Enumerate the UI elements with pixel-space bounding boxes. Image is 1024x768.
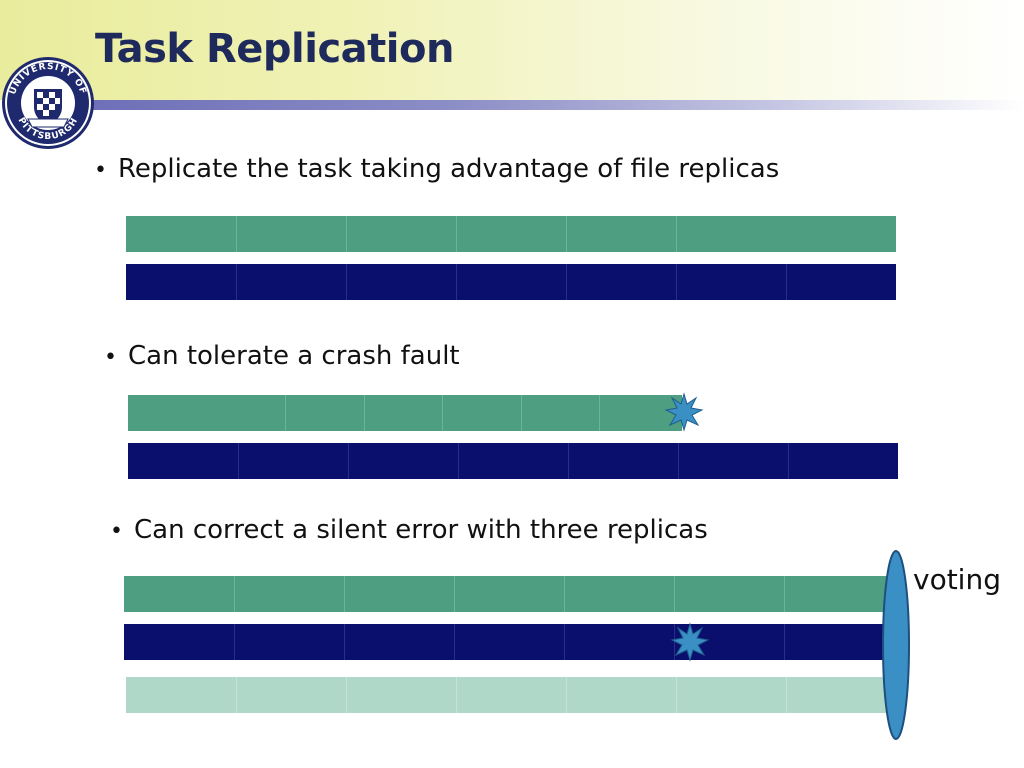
replica-bar-2b <box>128 443 898 479</box>
bullet-marker: • <box>110 519 123 544</box>
crash-fault-burst-icon <box>664 392 704 432</box>
header-rule <box>80 100 1024 110</box>
replica-bar-1b <box>126 264 896 300</box>
slide-title: Task Replication <box>95 26 454 72</box>
bullet-replicate: • Replicate the task taking advantage of … <box>94 154 779 184</box>
voting-label: voting <box>913 563 1001 596</box>
bullet-silent-error: • Can correct a silent error with three r… <box>110 515 708 545</box>
silent-error-burst-icon <box>670 622 710 662</box>
bullet-marker: • <box>94 158 107 183</box>
replica-bar-1a <box>126 216 896 252</box>
replica-bar-2a-crashed <box>128 395 682 431</box>
replica-bar-3c <box>126 677 886 713</box>
bullet-text: Can correct a silent error with three re… <box>134 515 708 545</box>
header-band <box>0 0 1024 100</box>
replica-bar-3b <box>124 624 886 660</box>
bullet-crash-fault: • Can tolerate a crash fault <box>104 341 460 371</box>
replica-bar-3a <box>124 576 886 612</box>
bullet-text: Replicate the task taking advantage of f… <box>118 154 780 184</box>
bullet-marker: • <box>104 345 117 370</box>
university-seal-logo: UNIVERSITY OF PITTSBURGH <box>2 57 94 149</box>
bullet-text: Can tolerate a crash fault <box>128 341 460 371</box>
voting-ellipse <box>882 550 910 740</box>
